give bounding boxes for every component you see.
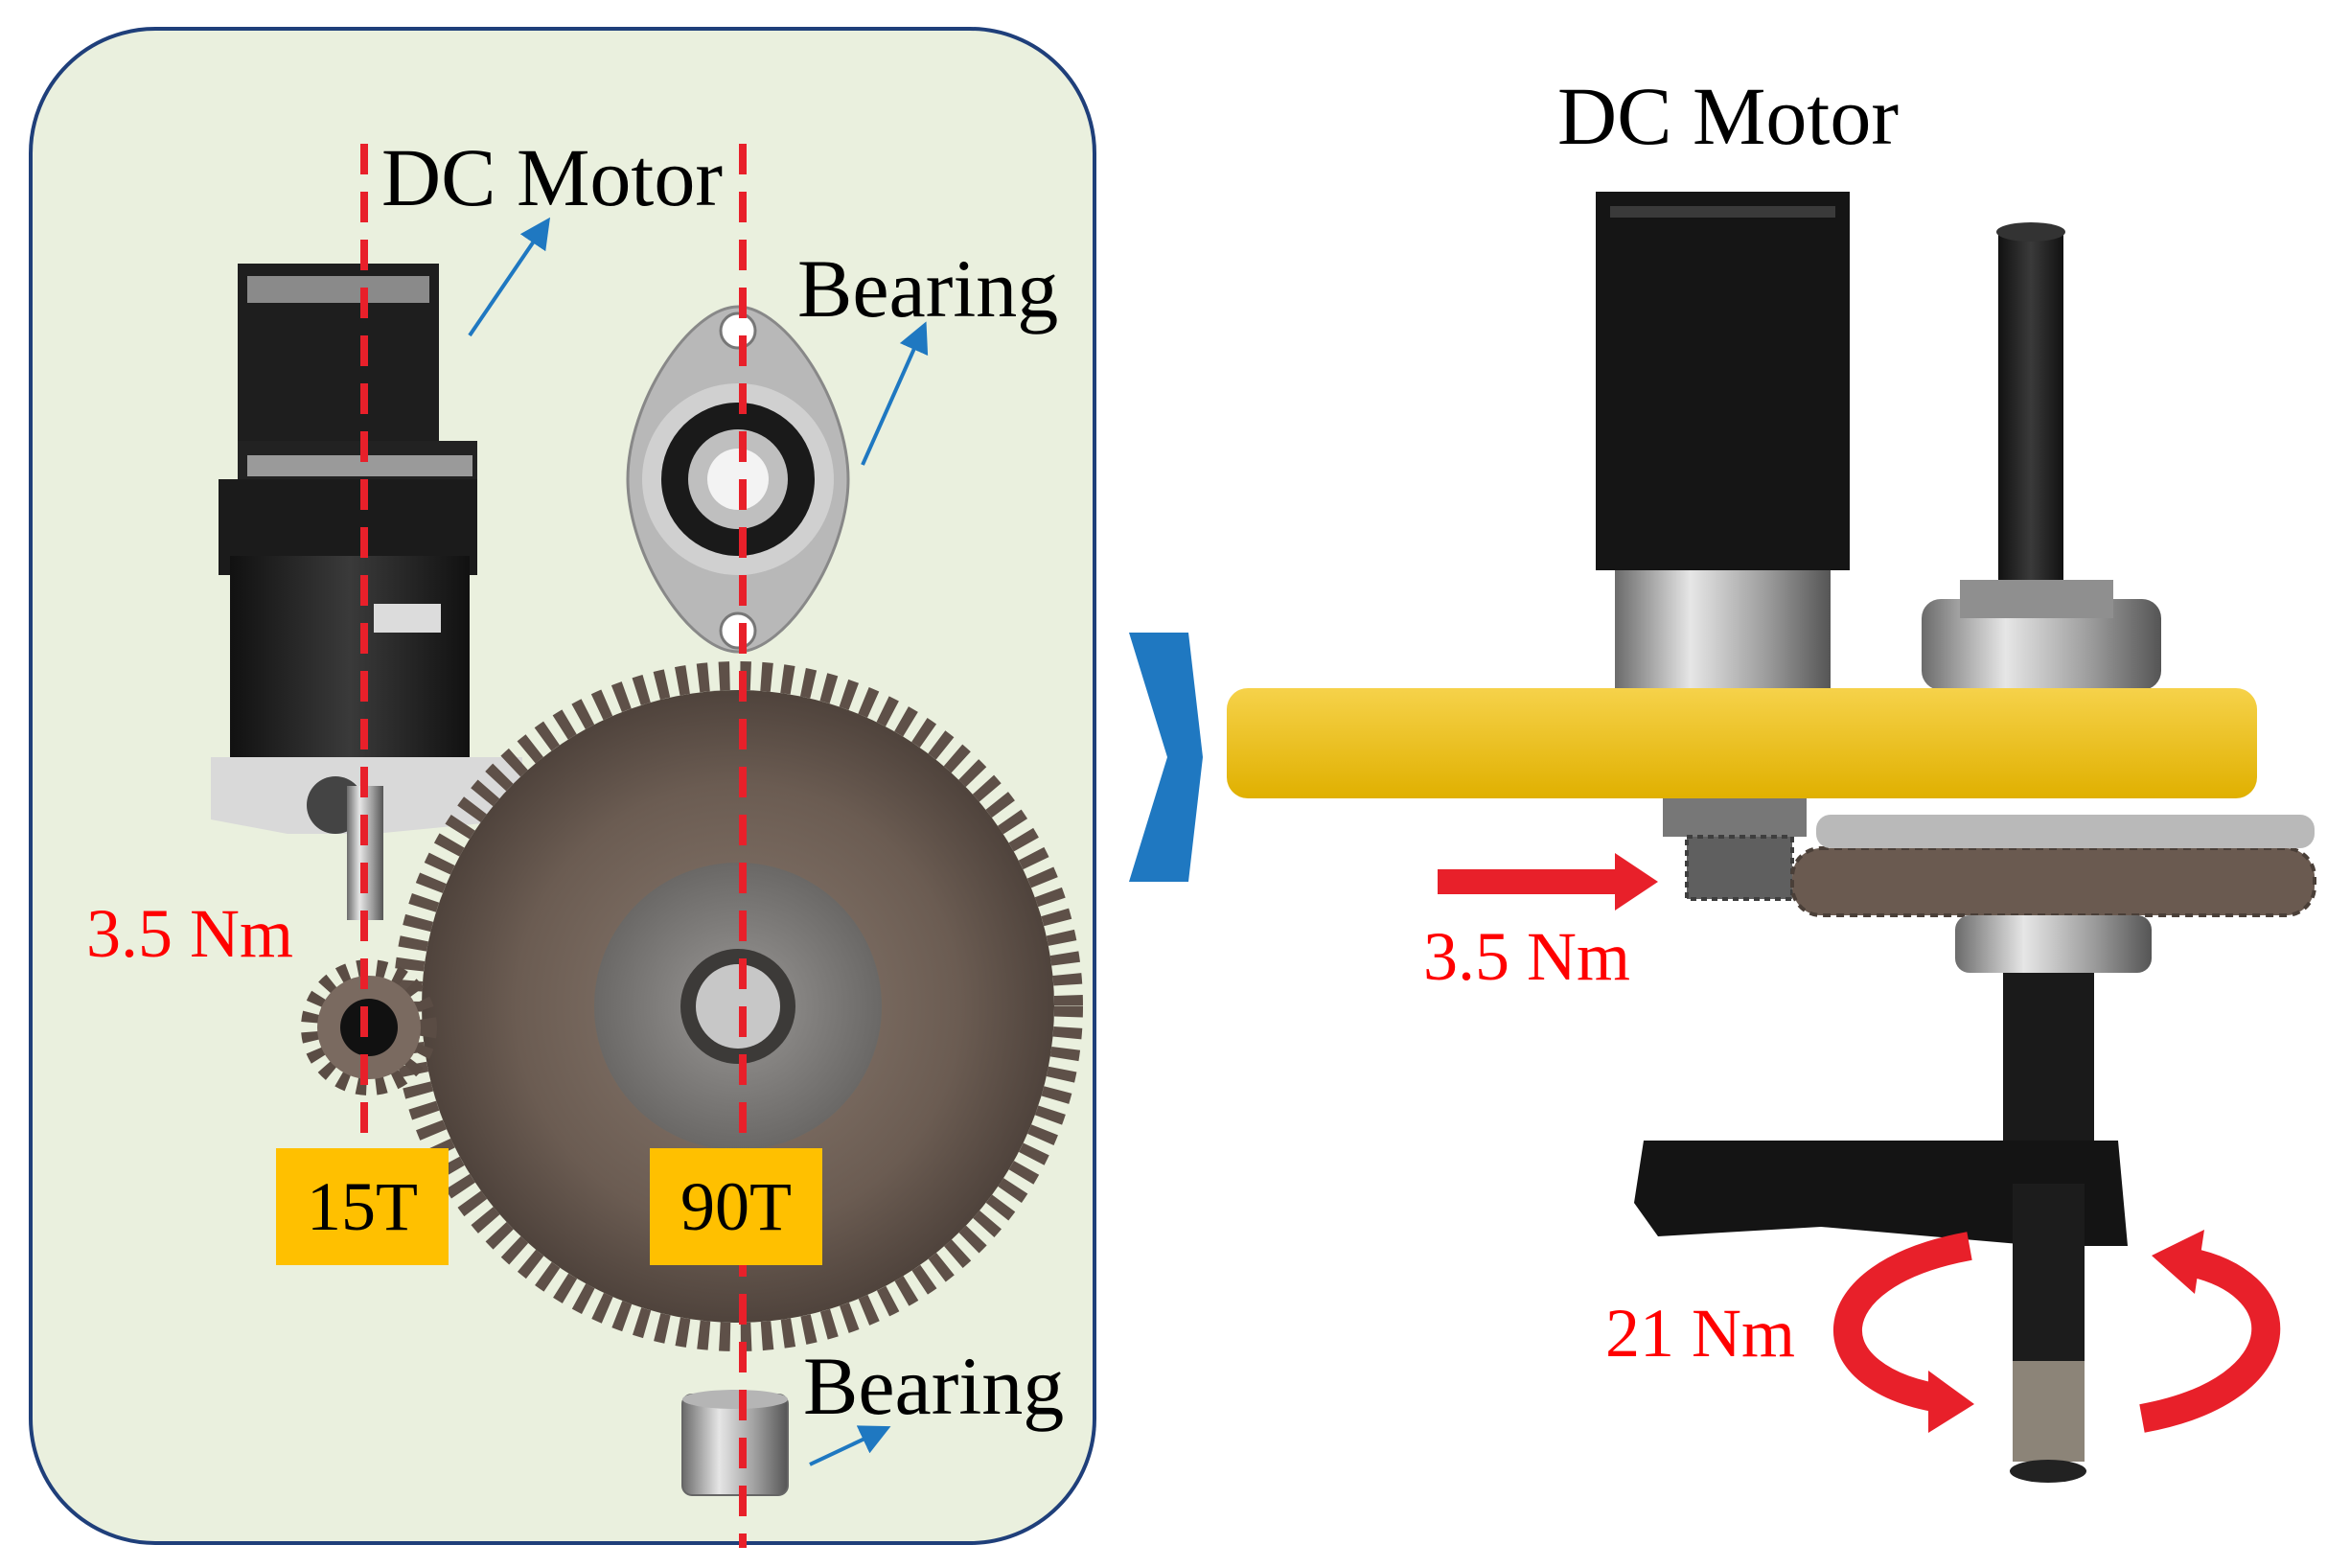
small-gear-15t	[301, 959, 437, 1095]
bearing-bottom-pointer-arrow	[809, 1425, 891, 1466]
assembly-photo	[1227, 192, 2316, 1483]
motor-pointer-arrow	[468, 217, 551, 337]
left-bearing-bottom-label: Bearing	[803, 1340, 1065, 1432]
transition-arrow	[1129, 633, 1203, 882]
output-torque-label: 21 Nm	[1605, 1295, 1795, 1372]
output-torque-rotation-arrows	[1833, 1230, 2281, 1433]
left-input-torque-label: 3.5 Nm	[86, 895, 293, 972]
input-torque-arrow	[1438, 853, 1658, 911]
left-motor-label: DC Motor	[381, 131, 723, 223]
flange-bearing-photo	[626, 305, 850, 654]
large-gear-teeth-tag: 90T	[650, 1148, 822, 1265]
mounting-plate	[1227, 688, 2257, 798]
bearing-top-pointer-arrow	[861, 321, 929, 466]
small-gear-teeth-tag: 15T	[276, 1148, 449, 1265]
right-input-torque-label: 3.5 Nm	[1423, 918, 1630, 995]
left-bearing-top-label: Bearing	[797, 242, 1059, 334]
small-bearing-photo	[681, 1390, 789, 1496]
right-motor-label: DC Motor	[1557, 70, 1899, 162]
